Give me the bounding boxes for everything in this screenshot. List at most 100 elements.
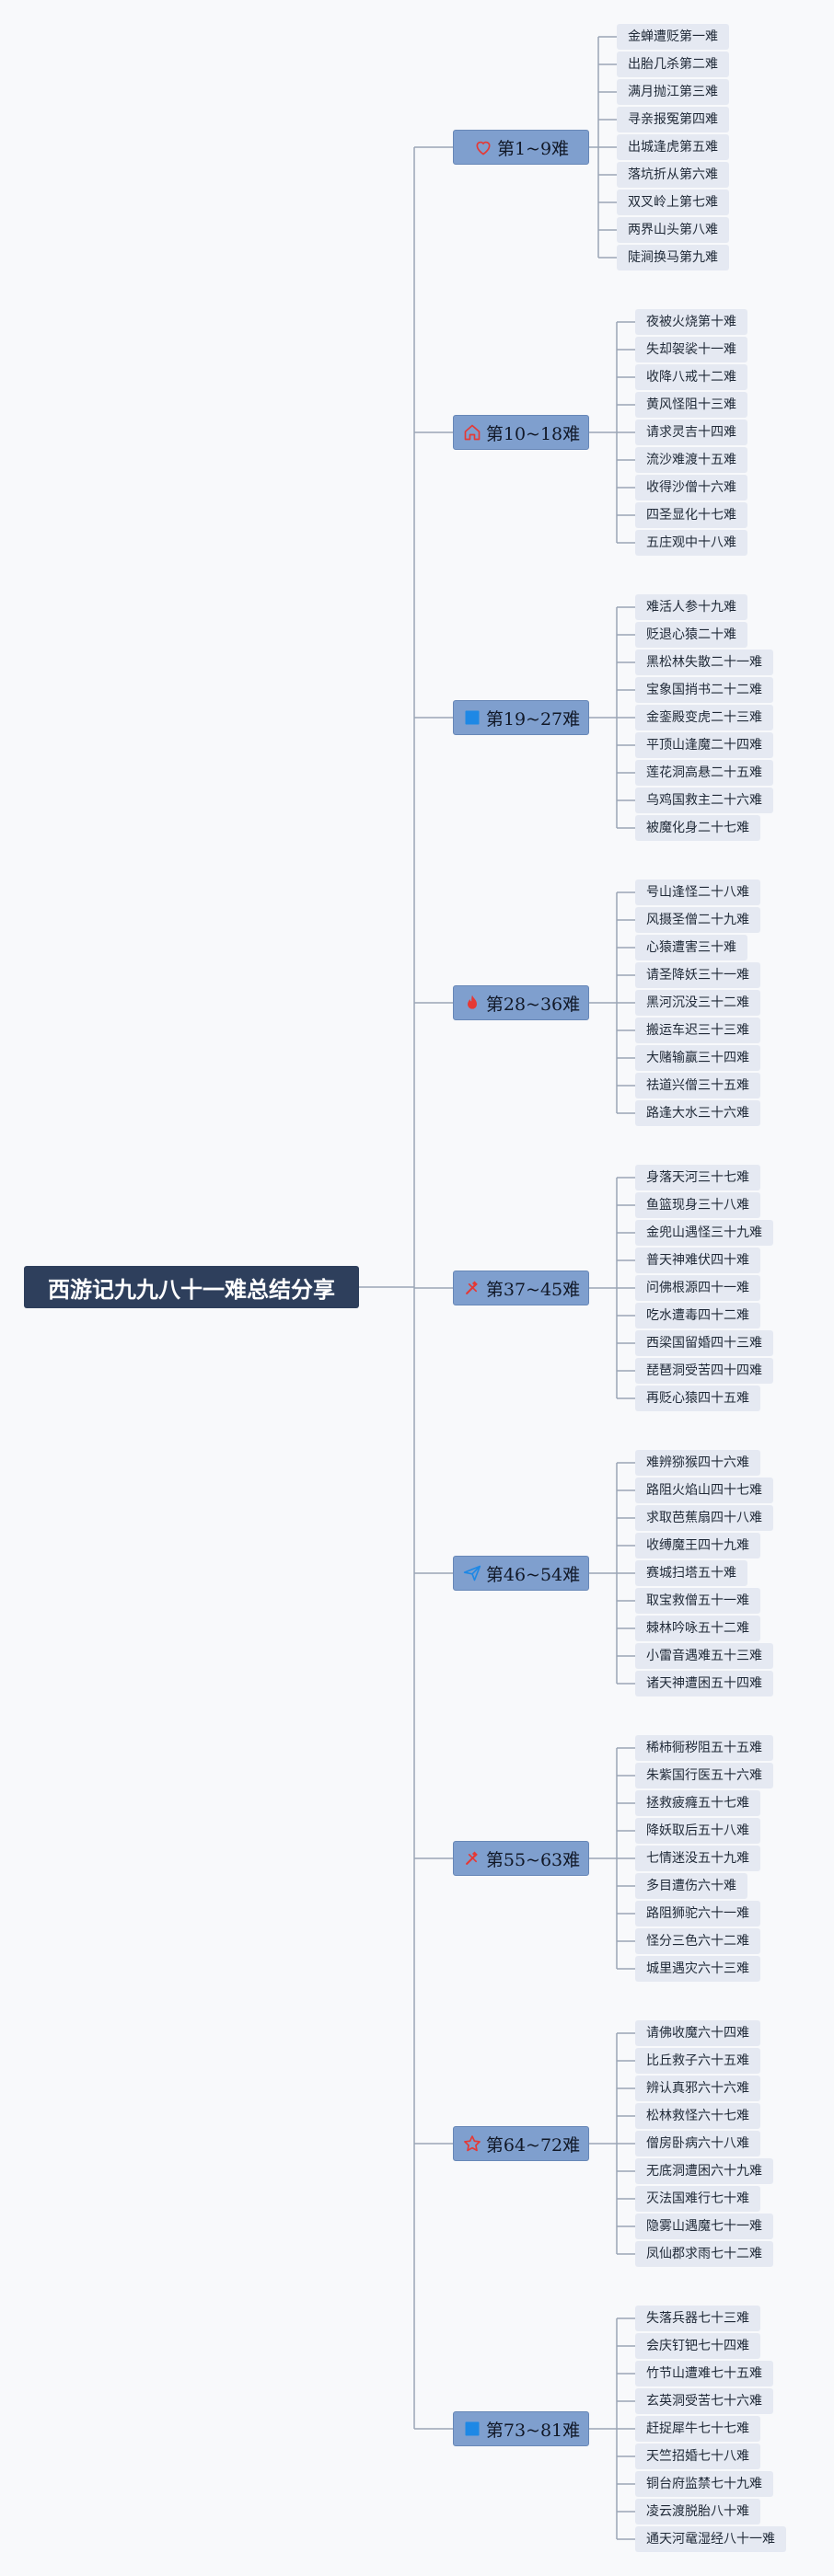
leaf-item[interactable]: 七情迷没五十九难	[635, 1846, 760, 1871]
leaf-item[interactable]: 取宝救僧五十一难	[635, 1588, 760, 1614]
leaf-item[interactable]: 夜被火烧第十难	[635, 309, 747, 335]
leaf-item[interactable]: 难辨猕猴四十六难	[635, 1450, 760, 1476]
leaf-item[interactable]: 多目遭伤六十难	[635, 1873, 747, 1899]
paper-plane-icon	[462, 1563, 482, 1583]
leaf-item[interactable]: 出胎几杀第二难	[617, 52, 729, 77]
leaf-item[interactable]: 再贬心猿四十五难	[635, 1386, 760, 1411]
branch-node[interactable]: 第28~36难	[453, 985, 589, 1020]
leaf-item[interactable]: 竹节山遭难七十五难	[635, 2361, 773, 2386]
leaf-item[interactable]: 祛道兴僧三十五难	[635, 1073, 760, 1098]
branch-node[interactable]: 第37~45难	[453, 1271, 589, 1305]
leaf-item[interactable]: 失却袈裟十一难	[635, 337, 747, 362]
leaf-item[interactable]: 号山逢怪二十八难	[635, 880, 760, 905]
leaf-item[interactable]: 天竺招婚七十八难	[635, 2444, 760, 2469]
leaf-item[interactable]: 诸天神遭困五十四难	[635, 1671, 773, 1696]
branch-node[interactable]: 第10~18难	[453, 415, 589, 450]
leaf-item[interactable]: 求取芭蕉扇四十八难	[635, 1505, 773, 1531]
leaf-item[interactable]: 收缚魔王四十九难	[635, 1533, 760, 1558]
leaf-item[interactable]: 双叉岭上第七难	[617, 190, 729, 215]
branch-label: 第64~72难	[485, 2134, 581, 2156]
leaf-item[interactable]: 松林救怪六十七难	[635, 2103, 760, 2129]
leaf-item[interactable]: 鱼篮现身三十八难	[635, 1192, 760, 1218]
flag-icon	[462, 2419, 482, 2439]
leaf-item[interactable]: 城里遇灾六十三难	[635, 1956, 760, 1982]
leaf-item[interactable]: 五庄观中十八难	[635, 530, 747, 556]
leaf-item[interactable]: 被魔化身二十七难	[635, 815, 760, 841]
leaf-item[interactable]: 流沙难渡十五难	[635, 447, 747, 473]
leaf-item[interactable]: 琵琶洞受苦四十四难	[635, 1358, 773, 1384]
leaf-item[interactable]: 凤仙郡求雨七十二难	[635, 2241, 773, 2267]
leaf-item[interactable]: 比丘救子六十五难	[635, 2048, 760, 2074]
leaf-item[interactable]: 路阻火焰山四十七难	[635, 1478, 773, 1503]
leaf-item[interactable]: 落坑折从第六难	[617, 162, 729, 188]
leaf-item[interactable]: 西梁国留婚四十三难	[635, 1330, 773, 1356]
star-icon	[462, 2133, 482, 2154]
leaf-item[interactable]: 两界山头第八难	[617, 217, 729, 243]
leaf-item[interactable]: 身落天河三十七难	[635, 1165, 760, 1190]
leaf-item[interactable]: 失落兵器七十三难	[635, 2306, 760, 2331]
branch-label: 第37~45难	[485, 1279, 581, 1300]
branch-label: 第73~81难	[485, 2420, 581, 2441]
leaf-item[interactable]: 路阻狮驼六十一难	[635, 1901, 760, 1926]
tools-icon	[462, 1278, 482, 1298]
leaf-item[interactable]: 请圣降妖三十一难	[635, 962, 760, 988]
leaf-item[interactable]: 贬退心猿二十难	[635, 622, 747, 648]
leaf-item[interactable]: 请佛收魔六十四难	[635, 2020, 760, 2046]
leaf-item[interactable]: 僧房卧病六十八难	[635, 2131, 760, 2156]
leaf-item[interactable]: 路逢大水三十六难	[635, 1100, 760, 1126]
branch-node[interactable]: 第55~63难	[453, 1841, 589, 1876]
leaf-item[interactable]: 棘林吟咏五十二难	[635, 1616, 760, 1641]
leaf-item[interactable]: 通天河鼋湿经八十一难	[635, 2526, 786, 2552]
leaf-item[interactable]: 凌云渡脱胎八十难	[635, 2499, 760, 2524]
leaf-item[interactable]: 降妖取后五十八难	[635, 1818, 760, 1844]
leaf-item[interactable]: 黑河沉没三十二难	[635, 990, 760, 1016]
leaf-item[interactable]: 平顶山逢魔二十四难	[635, 732, 773, 758]
leaf-item[interactable]: 怪分三色六十二难	[635, 1928, 760, 1954]
branch-node[interactable]: 第64~72难	[453, 2126, 589, 2161]
leaf-item[interactable]: 金蝉遭贬第一难	[617, 24, 729, 50]
leaf-item[interactable]: 吃水遭毒四十二难	[635, 1303, 760, 1328]
leaf-item[interactable]: 辨认真邪六十六难	[635, 2076, 760, 2101]
leaf-item[interactable]: 小雷音遇难五十三难	[635, 1643, 773, 1669]
leaf-item[interactable]: 宝象国捎书二十二难	[635, 677, 773, 703]
leaf-item[interactable]: 赛城扫塔五十难	[635, 1560, 747, 1586]
leaf-item[interactable]: 稀柿衕秽阻五十五难	[635, 1735, 773, 1761]
leaf-item[interactable]: 朱紫国行医五十六难	[635, 1763, 773, 1788]
leaf-item[interactable]: 普天神难伏四十难	[635, 1248, 760, 1273]
leaf-item[interactable]: 四圣显化十七难	[635, 502, 747, 528]
leaf-item[interactable]: 莲花洞高悬二十五难	[635, 760, 773, 786]
branch-label: 第10~18难	[485, 423, 581, 444]
leaf-item[interactable]: 心猿遭害三十难	[635, 935, 747, 960]
leaf-item[interactable]: 出城逢虎第五难	[617, 134, 729, 160]
leaf-item[interactable]: 无底洞遭困六十九难	[635, 2158, 773, 2184]
leaf-item[interactable]: 收得沙僧十六难	[635, 475, 747, 500]
branch-node[interactable]: 第19~27难	[453, 700, 589, 735]
leaf-item[interactable]: 收降八戒十二难	[635, 364, 747, 390]
leaf-item[interactable]: 风摄圣僧二十九难	[635, 907, 760, 933]
leaf-item[interactable]: 黄风怪阻十三难	[635, 392, 747, 418]
leaf-item[interactable]: 请求灵吉十四难	[635, 420, 747, 445]
leaf-item[interactable]: 乌鸡国救主二十六难	[635, 788, 773, 813]
leaf-item[interactable]: 玄英洞受苦七十六难	[635, 2388, 773, 2414]
leaf-item[interactable]: 拯救疲癃五十七难	[635, 1790, 760, 1816]
leaf-item[interactable]: 搬运车迟三十三难	[635, 1018, 760, 1043]
leaf-item[interactable]: 会庆钉钯七十四难	[635, 2333, 760, 2359]
leaf-item[interactable]: 铜台府监禁七十九难	[635, 2471, 773, 2497]
leaf-item[interactable]: 隐雾山遇魔七十一难	[635, 2214, 773, 2239]
flag-icon	[462, 707, 482, 728]
leaf-item[interactable]: 陡涧换马第九难	[617, 245, 729, 270]
leaf-item[interactable]: 满月抛江第三难	[617, 79, 729, 105]
leaf-item[interactable]: 金銮殿变虎二十三难	[635, 705, 773, 730]
leaf-item[interactable]: 难活人参十九难	[635, 594, 747, 620]
leaf-item[interactable]: 寻亲报冤第四难	[617, 107, 729, 132]
leaf-item[interactable]: 金兜山遇怪三十九难	[635, 1220, 773, 1246]
leaf-item[interactable]: 问佛根源四十一难	[635, 1275, 760, 1301]
leaf-item[interactable]: 灭法国难行七十难	[635, 2186, 760, 2212]
branch-node[interactable]: 第1~9难	[453, 130, 589, 165]
branch-node[interactable]: 第73~81难	[453, 2411, 589, 2446]
leaf-item[interactable]: 黑松林失散二十一难	[635, 650, 773, 675]
branch-node[interactable]: 第46~54难	[453, 1556, 589, 1591]
leaf-item[interactable]: 赶捉犀牛七十七难	[635, 2416, 760, 2442]
leaf-item[interactable]: 大赌输赢三十四难	[635, 1045, 760, 1071]
home-icon	[462, 422, 482, 443]
